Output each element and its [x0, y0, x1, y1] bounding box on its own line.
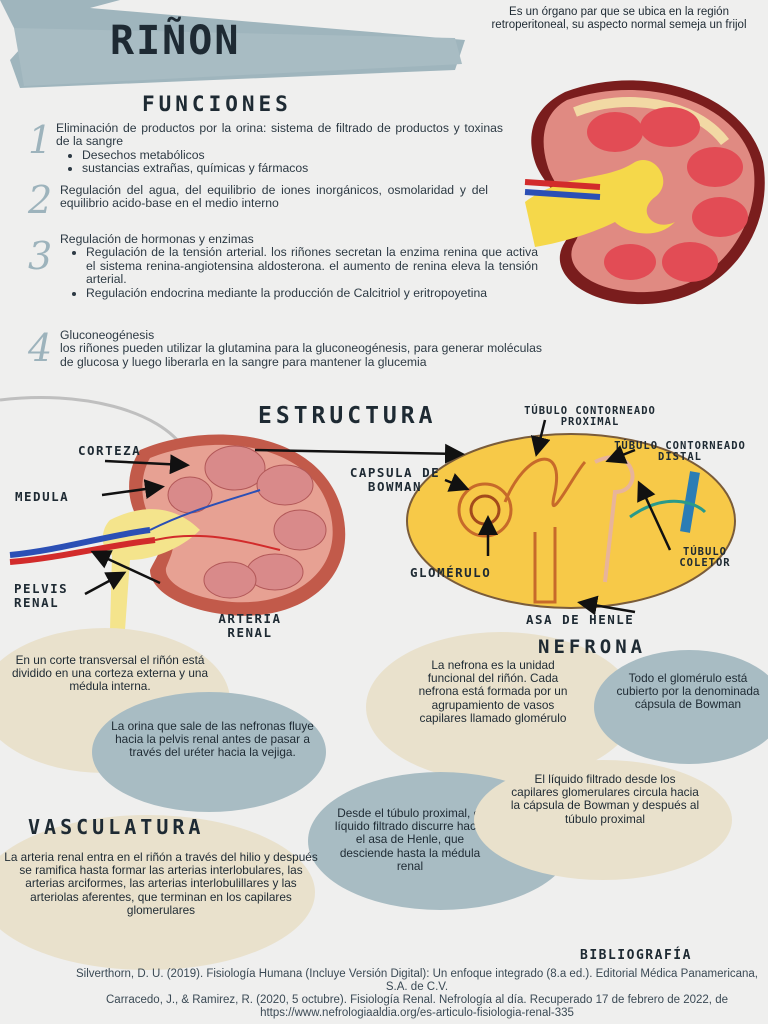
label-tcd: TÚBULO CONTORNEADO DISTAL	[614, 440, 746, 463]
label-pelvis: PELVIS RENAL	[14, 581, 69, 610]
funciones-title: FUNCIONES	[142, 92, 292, 116]
vasculatura-title: VASCULATURA	[28, 815, 205, 839]
title-banner	[0, 0, 465, 88]
nefrona-title: NEFRONA	[538, 636, 647, 658]
function-item-1: Eliminación de productos por la orina: s…	[56, 121, 503, 176]
function-bullet: Desechos metabólicos	[82, 148, 503, 162]
function-item-3: Regulación de hormonas y enzimas Regulac…	[60, 232, 538, 300]
label-henle: ASA DE HENLE	[526, 612, 635, 627]
page-title: RIÑON	[110, 18, 241, 64]
function-text-3: Regulación de hormonas y enzimas	[60, 232, 254, 246]
label-glomerulo: GLOMÉRULO	[410, 565, 492, 580]
kidney-illustration-top	[524, 80, 765, 305]
blob-glomerulo-bg	[594, 650, 768, 764]
label-arteria: ARTERIA RENAL	[218, 611, 282, 640]
label-corteza: CORTEZA	[78, 443, 142, 458]
function-detail-4: los riñones pueden utilizar la glutamina…	[60, 341, 542, 369]
function-number-2: 2	[28, 178, 53, 222]
blob-tubulo-text: Desde el túbulo proximal, el líquido fil…	[334, 806, 486, 873]
reference-1: Silverthorn, D. U. (2019). Fisiología Hu…	[75, 968, 759, 993]
blob-liquido-bg	[474, 760, 732, 880]
function-text-4: Gluconeogénesis	[60, 328, 155, 342]
blob-liquido-text: El líquido filtrado desde los capilares …	[510, 772, 700, 826]
pointer-arrows	[84, 419, 672, 616]
reference-2: Carracedo, J., & Ramirez, R. (2020, 5 oc…	[106, 994, 728, 1019]
function-number-1: 1	[28, 118, 53, 162]
label-colector: TÚBULO COLETOR	[679, 546, 731, 569]
estructura-title: ESTRUCTURA	[258, 403, 437, 429]
blob-nefrona-text: La nefrona es la unidad funcional del ri…	[418, 658, 568, 725]
intro-text: Es un órgano par que se ubica en la regi…	[491, 6, 747, 31]
function-item-4: Gluconeogénesis los riñones pueden utili…	[60, 328, 542, 369]
function-number-4: 4	[28, 326, 53, 370]
function-bullet: Regulación endocrina mediante la producc…	[86, 286, 538, 300]
kidney-section-illustration	[0, 396, 346, 630]
blob-vasc-bg	[0, 815, 315, 970]
function-text-2: Regulación del agua, del equilibrio de i…	[60, 183, 488, 211]
blob-orina-text: La orina que sale de las nefronas fluye …	[111, 719, 314, 760]
blob-orina-bg	[92, 692, 326, 812]
function-bullet: sustancias extrañas, químicas y fármacos	[82, 161, 503, 175]
label-medula: MEDULA	[15, 489, 70, 504]
label-tcp: TÚBULO CONTORNEADO PROXIMAL	[524, 405, 656, 428]
blob-glomerulo-text: Todo el glomérulo está cubierto por la d…	[616, 671, 760, 712]
function-bullet: Regulación de la tensión arterial. los r…	[86, 246, 538, 286]
function-number-3: 3	[28, 234, 53, 278]
function-text-1: Eliminación de productos por la orina: s…	[56, 121, 503, 149]
label-capsula: CAPSULA DE BOWMAN	[349, 465, 441, 494]
blob-nefrona-bg	[366, 632, 636, 782]
bibliografia-title: BIBLIOGRAFÍA	[580, 948, 692, 963]
blob-vasc-text: La arteria renal entra en el riñón a tra…	[4, 850, 318, 917]
blob-corte-text: En un corte transversal el riñón está di…	[11, 653, 209, 694]
